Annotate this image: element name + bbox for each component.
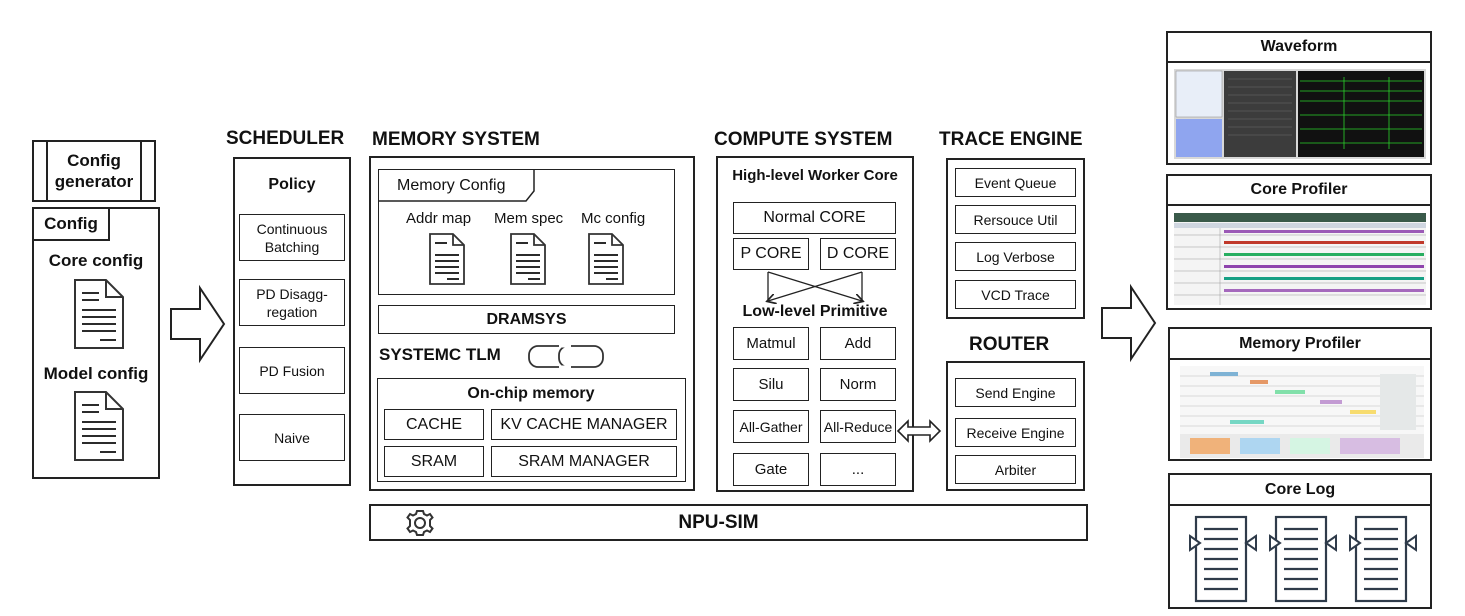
onchip-sram-box: SRAM [384,446,484,477]
policy-item-pd-disaggregation: PD Disagg- regation [239,279,345,326]
output-arrow-icon [1101,283,1157,363]
core-log-panel: Core Log [1168,473,1432,609]
onchip-memory-title: On-chip memory [467,385,595,402]
compute-router-double-arrow [896,419,942,443]
memory-profiler-panel: Memory Profiler [1168,327,1432,461]
onchip-sram-manager-box: SRAM MANAGER [491,446,677,477]
config-generator-box: Config generator [32,140,156,202]
onchip-kv-cache-manager-box: KV CACHE MANAGER [491,409,677,440]
router-panel: Send Engine Receive Engine Arbiter [946,361,1085,491]
policy-item-pd-fusion: PD Fusion [239,347,345,394]
primitive-silu-box: Silu [733,368,809,401]
primitive-all-gather-box: All-Gather [733,410,809,443]
core-crossing-arrows [758,271,878,304]
scheduler-policy-label: Policy [268,176,316,193]
high-level-worker-core-title: High-level Worker Core [732,167,898,184]
low-level-primitive-title: Low-level Primitive [742,303,888,320]
memory-file-addr-map-label: Addr map [406,210,472,227]
primitive-matmul-box: Matmul [733,327,809,360]
primitive-norm-box: Norm [820,368,896,401]
memory-system-panel: Memory Config Addr map Mem spec Mc confi… [369,156,695,491]
trace-log-verbose-box: Log Verbose [955,242,1076,271]
gear-icon [406,510,434,536]
onchip-cache-box: CACHE [384,409,484,440]
core-profiler-screenshot [1174,213,1426,305]
config-generator-inner-border [46,140,142,202]
trace-vcd-trace-box: VCD Trace [955,280,1076,309]
memory-config-tab-label: Memory Config [397,177,506,194]
trace-engine-panel: Event Queue Rersouce Util Log Verbose VC… [946,158,1085,319]
memory-config-panel: Memory Config Addr map Mem spec Mc confi… [378,169,675,295]
memory-profiler-screenshot [1180,366,1424,458]
scheduler-panel: Policy Continuous Batching PD Disagg- re… [233,157,351,486]
waveform-panel: Waveform [1166,31,1432,165]
compute-system-panel: High-level Worker Core Normal CORE P COR… [716,156,914,492]
memory-file-mc-config-label: Mc config [581,210,646,227]
link-icon [528,344,604,369]
policy-item-continuous-batching: Continuous Batching [239,214,345,261]
memory-profiler-title: Memory Profiler [1170,329,1430,360]
primitive-gate-box: Gate [733,453,809,486]
mc-config-doc-icon [588,233,624,285]
model-config-doc-icon [74,391,124,461]
trace-engine-title: TRACE ENGINE [939,129,1083,150]
core-log-title: Core Log [1170,475,1430,506]
compute-system-title: COMPUTE SYSTEM [714,129,893,150]
mem-spec-doc-icon [510,233,546,285]
core-profiler-title: Core Profiler [1168,176,1430,206]
memory-system-title: MEMORY SYSTEM [372,129,540,150]
core-profiler-panel: Core Profiler [1166,174,1432,310]
core-config-label: Core config [48,251,144,270]
config-panel: Config Core config Model config [32,207,160,479]
primitive-more-box: ... [820,453,896,486]
config-generator-label: Config generator [54,151,134,191]
waveform-title: Waveform [1168,33,1430,63]
waveform-screenshot [1174,69,1426,159]
onchip-memory-panel: On-chip memory CACHE KV CACHE MANAGER SR… [377,378,686,482]
primitive-add-box: Add [820,327,896,360]
router-send-engine-box: Send Engine [955,378,1076,407]
core-config-doc-icon [74,279,124,349]
primitive-all-reduce-box: All-Reduce [820,410,896,443]
systemc-tlm-label: SYSTEMC TLM [379,345,501,364]
trace-resource-util-box: Rersouce Util [955,205,1076,234]
d-core-box: D CORE [820,238,896,270]
config-tab: Config [34,209,110,241]
memory-file-mem-spec-label: Mem spec [494,210,564,227]
addr-map-doc-icon [429,233,465,285]
dramsys-box: DRAMSYS [378,305,675,334]
router-arbiter-box: Arbiter [955,455,1076,484]
normal-core-box: Normal CORE [733,202,896,234]
policy-item-naive: Naive [239,414,345,461]
p-core-box: P CORE [733,238,809,270]
trace-event-queue-box: Event Queue [955,168,1076,197]
model-config-label: Model config [43,364,149,383]
input-arrow-icon [170,284,226,364]
router-title: ROUTER [969,334,1050,355]
memory-config-tab-shape [378,169,535,202]
scheduler-title: SCHEDULER [226,128,345,149]
npu-sim-bar: NPU-SIM [369,504,1088,541]
router-receive-engine-box: Receive Engine [955,418,1076,447]
core-log-icons [1189,515,1417,603]
